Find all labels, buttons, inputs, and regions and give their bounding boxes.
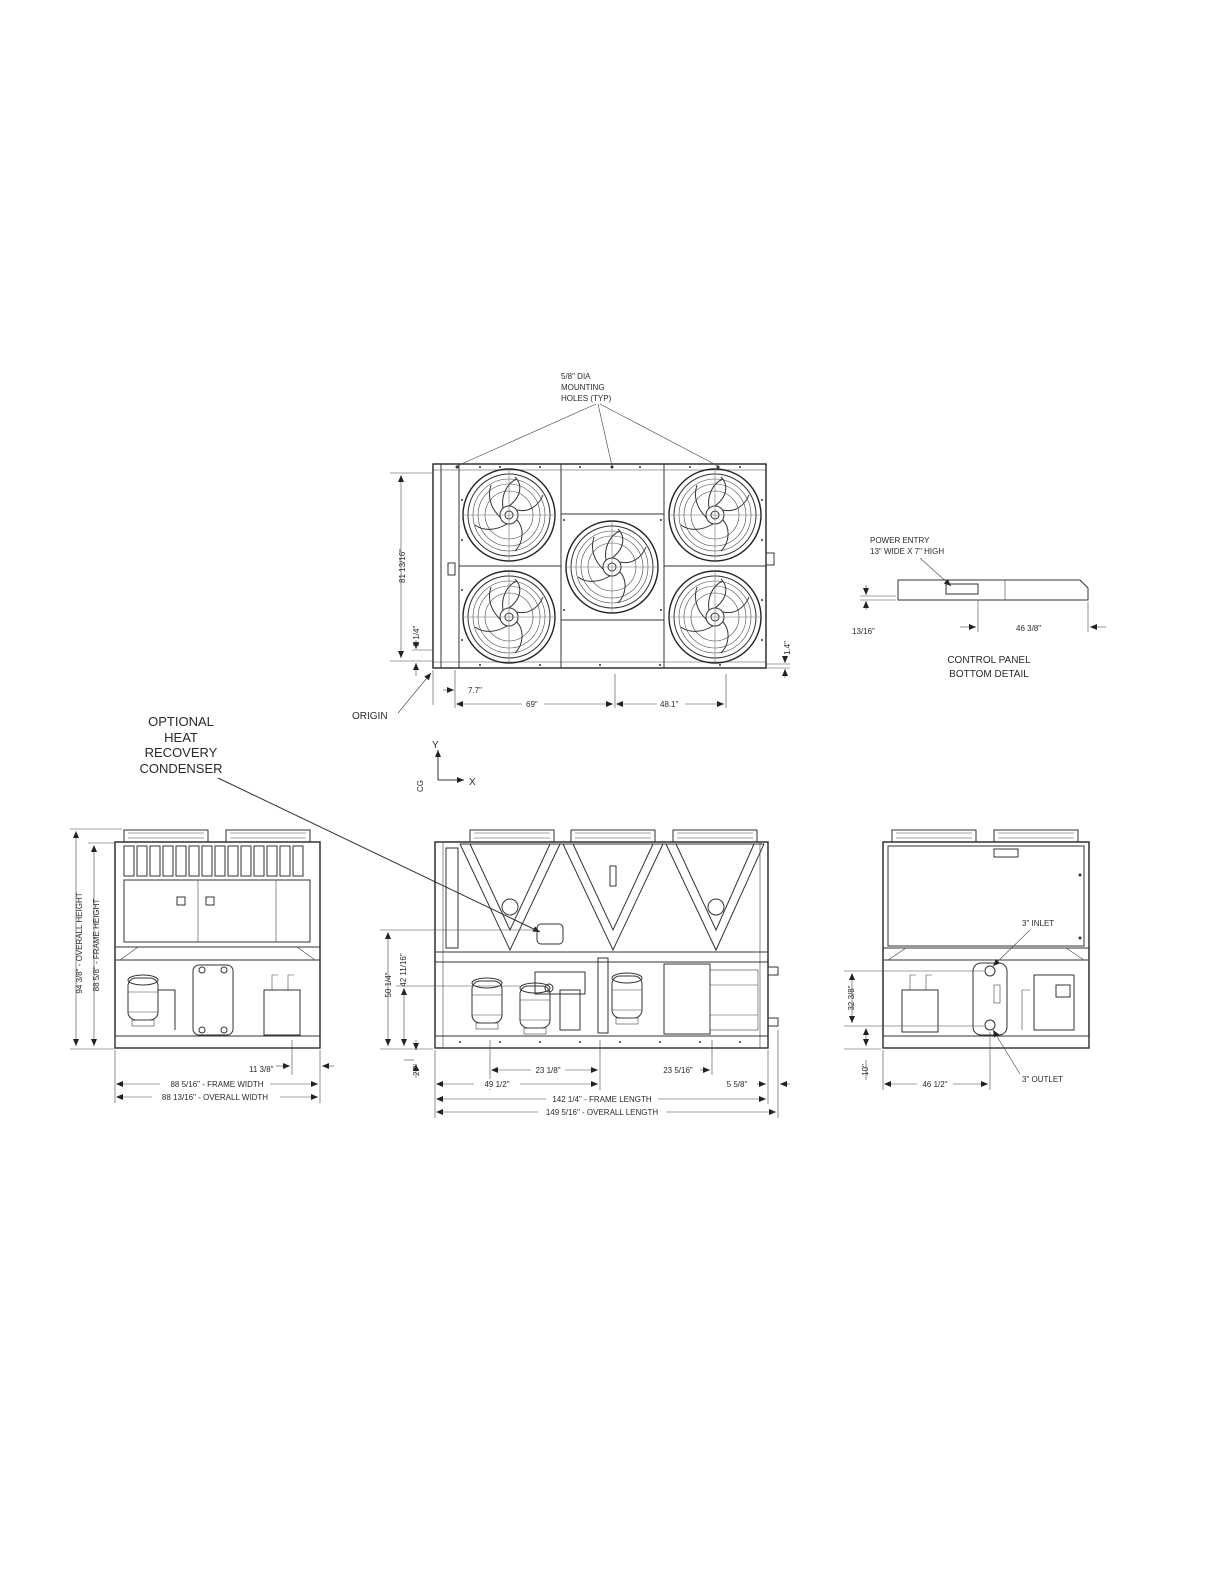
- fan-icon: [668, 468, 762, 562]
- cp-title-line1: CONTROL PANEL: [947, 655, 1031, 666]
- callout-line4: CONDENSER: [139, 761, 222, 776]
- front-overall-length: 149 5/16" - OVERALL LENGTH: [546, 1108, 659, 1117]
- left-dim-small: 11 3/8": [249, 1065, 274, 1074]
- front-h2: 42 11/16": [399, 953, 408, 987]
- mounting-note-line1: 5/8" DIA: [561, 372, 591, 381]
- front-view: 50 1/4" 42 11/16" 27" 23 1/8" 23 5/16" 4…: [380, 829, 790, 1118]
- cp-title-line2: BOTTOM DETAIL: [949, 669, 1029, 680]
- mounting-note-line3: HOLES (TYP): [561, 394, 612, 403]
- right-h2: 10": [861, 1064, 870, 1076]
- callout-line2: HEAT: [164, 730, 198, 745]
- dim-small-left: 3 1/4": [412, 626, 421, 647]
- power-entry-line2: 13" WIDE X 7" HIGH: [870, 547, 944, 556]
- left-frame-height: 88 5/8" - FRAME HEIGHT: [92, 899, 101, 992]
- dim-x2: 69": [526, 700, 538, 709]
- top-view: 5/8" DIA MOUNTING HOLES (TYP) 81 13/16" …: [352, 372, 792, 792]
- power-entry-line1: POWER ENTRY: [870, 536, 930, 545]
- fan-icon: [565, 520, 659, 614]
- front-d2: 23 5/16": [663, 1066, 693, 1075]
- hrc-callout: OPTIONAL HEAT RECOVERY CONDENSER: [139, 714, 541, 933]
- front-d1: 23 1/8": [535, 1066, 560, 1075]
- right-view: 3" INLET 3" OUTLET 32 3/8" 10" 46 1/2": [844, 829, 1090, 1090]
- front-frame-length: 142 1/4" - FRAME LENGTH: [552, 1095, 652, 1104]
- inlet-label: 3" INLET: [1022, 919, 1054, 928]
- fan-icon: [462, 468, 556, 562]
- right-h1: 32 3/8": [847, 985, 856, 1010]
- front-h3: 27": [412, 1064, 421, 1076]
- origin-label: ORIGIN: [352, 711, 388, 722]
- right-d1: 46 1/2": [922, 1080, 947, 1089]
- cp-dim-right: 46 3/8": [1016, 624, 1041, 633]
- outlet-label: 3" OUTLET: [1022, 1075, 1063, 1084]
- left-frame-width: 88 5/16" - FRAME WIDTH: [170, 1080, 263, 1089]
- fan-icon: [668, 570, 762, 664]
- callout-line1: OPTIONAL: [148, 714, 214, 729]
- dim-x3: 48.1": [660, 700, 679, 709]
- control-panel-detail: POWER ENTRY 13" WIDE X 7" HIGH 13/16" 46…: [852, 536, 1106, 680]
- callout-line3: RECOVERY: [145, 745, 218, 760]
- front-d3: 49 1/2": [484, 1080, 509, 1089]
- axis-y-label: Y: [432, 740, 439, 751]
- axis-x-label: X: [469, 777, 476, 788]
- left-view: 94 3/8" - OVERALL HEIGHT 88 5/8" - FRAME…: [70, 828, 334, 1103]
- front-d4: 5 5/8": [727, 1080, 748, 1089]
- dim-x1: 7.7": [468, 686, 482, 695]
- cp-dim-left: 13/16": [852, 627, 875, 636]
- dim-small-right: 1.4": [783, 641, 792, 655]
- fan-icon: [462, 570, 556, 664]
- left-overall-width: 88 13/16" - OVERALL WIDTH: [162, 1093, 268, 1102]
- left-overall-height: 94 3/8" - OVERALL HEIGHT: [75, 892, 84, 993]
- mounting-note-line2: MOUNTING: [561, 383, 605, 392]
- dim-height: 81 13/16": [398, 549, 407, 583]
- front-h1: 50 1/4": [384, 972, 393, 997]
- axis-cg-label: CG: [416, 780, 425, 792]
